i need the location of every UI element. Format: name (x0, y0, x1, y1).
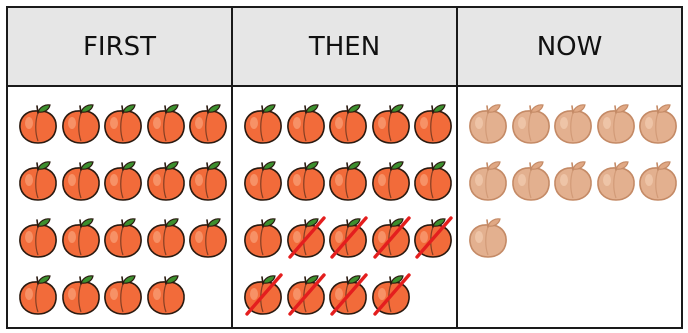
header-then: THEN (233, 8, 458, 87)
peach-icon (241, 158, 285, 202)
peach-crossed-icon (284, 272, 328, 316)
peach-icon (636, 101, 680, 145)
peach-icon (186, 158, 230, 202)
peach-icon (636, 158, 680, 202)
peach-icon (144, 215, 188, 259)
peach-crossed-icon (369, 272, 413, 316)
peach-icon (594, 158, 638, 202)
peach-icon (16, 215, 60, 259)
peach-icon (241, 215, 285, 259)
peach-icon (59, 101, 103, 145)
peach-icon (509, 101, 553, 145)
peach-icon (369, 158, 413, 202)
peach-crossed-icon (326, 272, 370, 316)
peach-icon (16, 158, 60, 202)
peach-crossed-icon (326, 215, 370, 259)
peach-icon (16, 101, 60, 145)
cell-now (458, 87, 681, 327)
peach-icon (59, 215, 103, 259)
header-first: FIRST (8, 8, 233, 87)
peach-icon (551, 158, 595, 202)
peach-icon (16, 272, 60, 316)
peach-icon (466, 101, 510, 145)
peach-icon (101, 158, 145, 202)
peach-icon (466, 158, 510, 202)
peach-icon (144, 272, 188, 316)
peach-icon (466, 215, 510, 259)
comparison-table: FIRST THEN NOW (6, 6, 683, 329)
peach-crossed-icon (241, 272, 285, 316)
peach-icon (101, 272, 145, 316)
peach-icon (411, 101, 455, 145)
peach-icon (509, 158, 553, 202)
peach-icon (326, 158, 370, 202)
peach-icon (144, 101, 188, 145)
peach-crossed-icon (284, 215, 328, 259)
peach-icon (594, 101, 638, 145)
peach-icon (101, 215, 145, 259)
peach-crossed-icon (411, 215, 455, 259)
cell-then (233, 87, 458, 327)
peach-icon (144, 158, 188, 202)
peach-icon (369, 101, 413, 145)
peach-crossed-icon (369, 215, 413, 259)
peach-icon (101, 101, 145, 145)
peach-icon (186, 215, 230, 259)
cell-first (8, 87, 233, 327)
peach-icon (59, 272, 103, 316)
peach-icon (411, 158, 455, 202)
peach-icon (186, 101, 230, 145)
header-now: NOW (458, 8, 681, 87)
peach-icon (326, 101, 370, 145)
peach-icon (284, 101, 328, 145)
peach-icon (59, 158, 103, 202)
peach-icon (241, 101, 285, 145)
peach-icon (551, 101, 595, 145)
peach-icon (284, 158, 328, 202)
